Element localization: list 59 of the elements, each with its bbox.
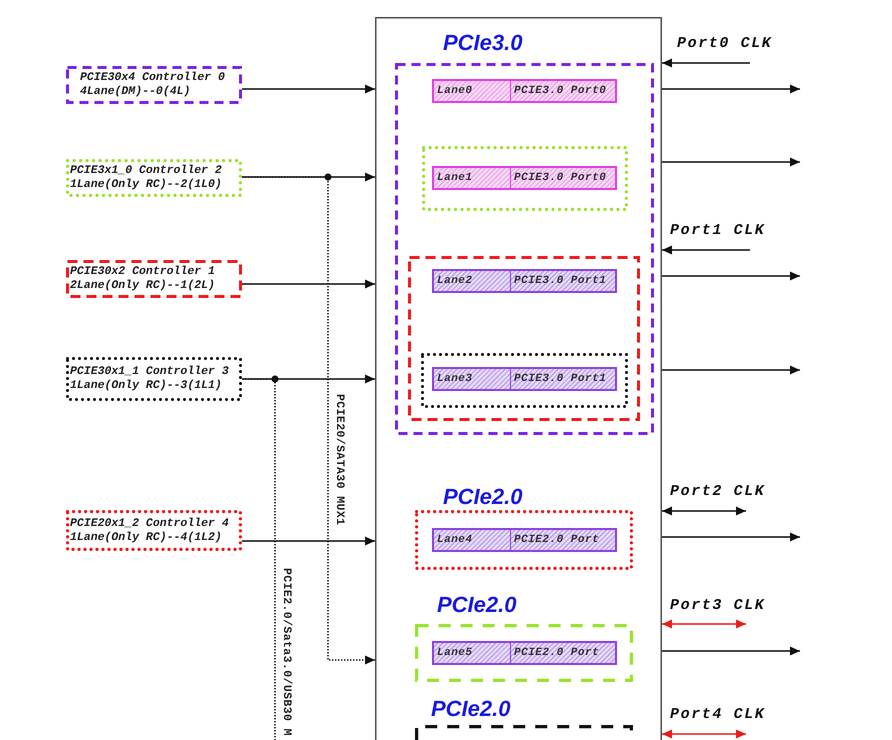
arrow [662, 272, 800, 280]
lane-group-frame [422, 146, 628, 211]
arrow [242, 536, 375, 546]
port-name: PCIE3.0 Port1 [513, 274, 608, 289]
lane-bar [432, 166, 617, 190]
arrow [662, 506, 746, 516]
arrow [662, 84, 800, 94]
arrow [662, 58, 750, 68]
port-name: PCIE2.0 Port [513, 533, 600, 548]
controller-box [66, 260, 242, 298]
controller-box [66, 510, 242, 551]
controller-name: PCIE3x1_0 Controller 2 [70, 164, 222, 178]
controller-name: PCIE30x2 Controller 1 [70, 265, 215, 279]
port-name: PCIE3.0 Port0 [513, 84, 608, 99]
arrow [662, 246, 750, 254]
lane-name: Lane4 [434, 530, 511, 550]
lane-bar [432, 641, 617, 665]
lane-name: Lane5 [434, 643, 511, 663]
lane-mode: 1Lane(Only RC)--4(1L2) [70, 530, 222, 544]
lane-bar [432, 367, 617, 391]
group-heading: PCIe3.0 [443, 30, 522, 56]
arrow [662, 158, 800, 166]
controller-box [66, 66, 242, 104]
port-name: PCIE3.0 Port1 [513, 372, 608, 387]
port-name: PCIE3.0 Port0 [513, 171, 608, 186]
dotted-connector [242, 176, 375, 664]
arrow [242, 374, 375, 384]
controller-name: PCIE30x1_1 Controller 3 [70, 365, 229, 379]
lane-mode: 1Lane(Only RC)--2(1L0) [70, 178, 222, 192]
controller-name: PCIE20x1_2 Controller 4 [70, 516, 229, 530]
group-heading: PCIe2.0 [443, 484, 522, 510]
arrow [662, 646, 800, 656]
arrow [662, 532, 800, 542]
lane-group-frame [421, 353, 628, 408]
arrow [662, 620, 746, 628]
central-block [375, 17, 662, 740]
arrow [242, 84, 375, 94]
controller-name: PCIE30x4 Controller 0 [80, 71, 225, 85]
port-name: PCIE2.0 Port [513, 646, 600, 661]
controller-box [66, 357, 242, 401]
lane-mode: 4Lane(DM)--0(4L) [80, 85, 190, 99]
arrow [662, 730, 746, 738]
dotted-connector [242, 378, 276, 740]
lane-mode: 2Lane(Only RC)--1(2L) [70, 279, 215, 293]
controller-box [66, 159, 242, 197]
lane-name: Lane1 [434, 168, 511, 188]
lane-name: Lane2 [434, 271, 511, 291]
lane-name: Lane0 [434, 81, 511, 101]
arrow [242, 280, 375, 288]
lane-mode: 1Lane(Only RC)--3(1L1) [70, 379, 222, 393]
group-heading: PCIe2.0 [431, 696, 510, 722]
lane-bar [432, 79, 617, 103]
lane-bar [432, 269, 617, 293]
arrow [242, 172, 375, 182]
lane-bar [432, 528, 617, 552]
lane-group-frame [408, 256, 640, 421]
group-heading: PCIe2.0 [437, 592, 516, 618]
arrow [662, 366, 800, 374]
lane-name: Lane3 [434, 369, 511, 389]
